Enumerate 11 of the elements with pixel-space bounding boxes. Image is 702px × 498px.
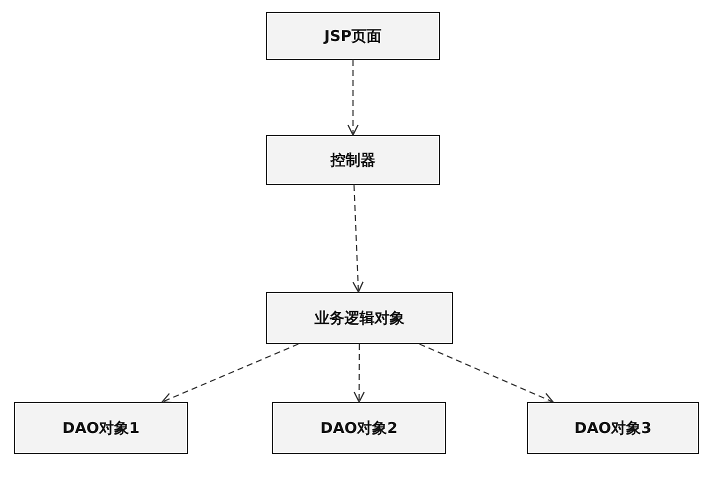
arrow [419, 343, 554, 404]
process-box: 业务逻辑对象 [266, 292, 453, 344]
process-box: 控制器 [266, 135, 440, 185]
process-box: DAO对象1 [14, 402, 188, 454]
process-box: DAO对象2 [272, 402, 446, 454]
process-box: DAO对象3 [527, 402, 699, 454]
arrow [352, 184, 364, 293]
process-box: JSP页面 [266, 12, 440, 60]
arrow [161, 343, 299, 404]
arrow [354, 344, 365, 403]
arrow [347, 60, 359, 136]
